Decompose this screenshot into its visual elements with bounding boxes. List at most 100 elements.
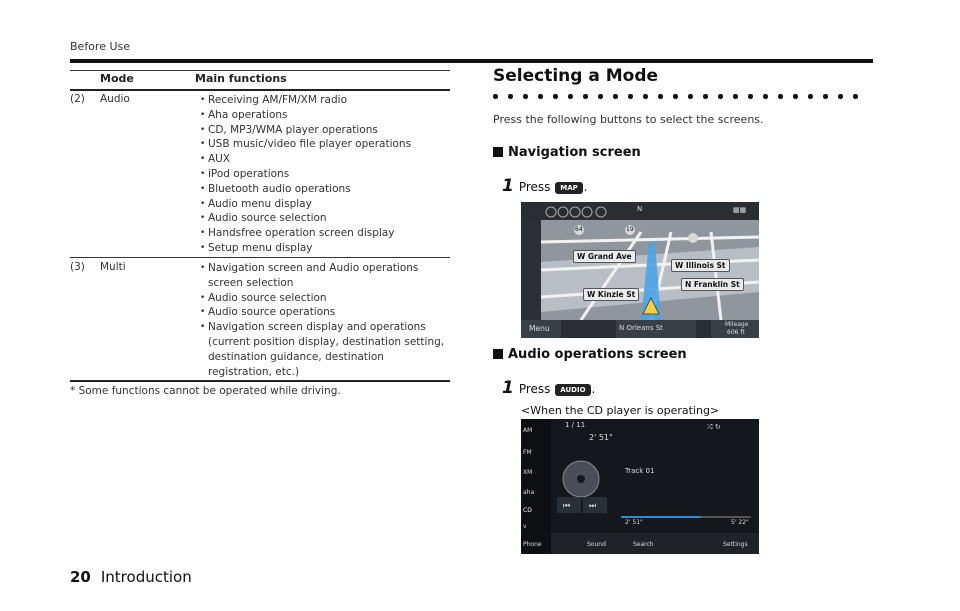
- previous-track-icon[interactable]: ⏮: [563, 501, 571, 510]
- section-title: Selecting a Mode: [493, 66, 659, 86]
- row-number: (3): [70, 261, 85, 273]
- dot: [553, 94, 558, 99]
- shuffle-repeat-icon[interactable]: ⤮ ↻: [707, 423, 721, 431]
- menu-button[interactable]: Menu: [529, 324, 550, 333]
- table-bottom-rule: [70, 380, 450, 382]
- dot: [793, 94, 798, 99]
- navigation-screen-image: N 64 19 W Grand Ave W Illinois St N Fran…: [521, 202, 759, 338]
- dot: [688, 94, 693, 99]
- compass-label: N: [637, 205, 643, 213]
- function-item: Audio source operations: [200, 305, 450, 320]
- source-xm[interactable]: XM: [523, 469, 533, 476]
- running-header: Before Use: [70, 40, 131, 53]
- table-row: (2) Audio Receiving AM/FM/XM radio Aha o…: [70, 93, 450, 256]
- footer-section: Introduction: [100, 568, 192, 586]
- dot: [598, 94, 603, 99]
- screen-caption: <When the CD player is operating>: [521, 404, 720, 417]
- nav-heading: Navigation screen: [493, 145, 641, 160]
- map-drawing: [521, 202, 759, 338]
- step-number: 1: [502, 378, 514, 398]
- elapsed-time: 2' 51": [625, 519, 643, 526]
- audio-screen-image: AM FM XM aha CD v Phone 1 / 11 2' 51" ⤮ …: [521, 419, 759, 554]
- function-item: Audio menu display: [200, 197, 450, 212]
- street-label: N Franklin St: [681, 278, 744, 291]
- track-name: Track 01: [625, 467, 655, 475]
- dot: [628, 94, 633, 99]
- remaining-time: 5' 22": [731, 519, 749, 526]
- function-item: Navigation screen display and operations…: [200, 320, 450, 379]
- footnote: * Some functions cannot be operated whil…: [70, 385, 341, 397]
- function-item: iPod operations: [200, 167, 450, 182]
- route-shield: 64: [575, 226, 583, 233]
- function-item: Audio source selection: [200, 211, 450, 226]
- grid-menu-icon[interactable]: ▦▦: [733, 206, 747, 214]
- audio-button-icon: AUDIO: [555, 384, 591, 396]
- function-list: Receiving AM/FM/XM radio Aha operations …: [200, 93, 450, 256]
- function-item: Receiving AM/FM/XM radio: [200, 93, 450, 108]
- audio-drawing: [551, 460, 759, 554]
- dot: [493, 94, 498, 99]
- function-list: Navigation screen and Audio operations s…: [200, 261, 450, 379]
- tab-settings[interactable]: Settings: [723, 541, 748, 548]
- dot: [853, 94, 858, 99]
- track-duration: 2' 51": [589, 433, 613, 442]
- dot: [643, 94, 648, 99]
- col-mode: Mode: [100, 72, 134, 85]
- col-main-functions: Main functions: [195, 72, 287, 85]
- source-phone[interactable]: Phone: [523, 541, 542, 548]
- row-mode: Audio: [100, 93, 130, 105]
- function-item: AUX: [200, 152, 450, 167]
- table-top-rule: [70, 70, 450, 71]
- source-aha[interactable]: aha: [523, 489, 535, 496]
- dot: [658, 94, 663, 99]
- step-number: 1: [502, 176, 514, 196]
- distance-value: 606 ft: [727, 329, 745, 336]
- street-label: W Grand Ave: [573, 250, 636, 263]
- row-divider: [70, 257, 450, 258]
- source-cd[interactable]: CD: [523, 507, 532, 514]
- dot: [778, 94, 783, 99]
- row-number: (2): [70, 93, 85, 105]
- function-item: USB music/video file player operations: [200, 137, 450, 152]
- function-item: Bluetooth audio operations: [200, 182, 450, 197]
- audio-heading: Audio operations screen: [493, 347, 687, 362]
- table-header-rule: [70, 89, 450, 91]
- function-item: Handsfree operation screen display: [200, 226, 450, 241]
- dot: [568, 94, 573, 99]
- function-item: Aha operations: [200, 108, 450, 123]
- next-track-icon[interactable]: ⏭: [589, 501, 597, 510]
- dot: [823, 94, 828, 99]
- dot: [613, 94, 618, 99]
- square-bullet-icon: [493, 349, 503, 359]
- street-label: W Illinois St: [671, 259, 730, 272]
- track-position: 1 / 11: [565, 421, 586, 429]
- dot: [508, 94, 513, 99]
- function-item: CD, MP3/WMA player operations: [200, 123, 450, 138]
- source-fm[interactable]: FM: [523, 449, 532, 456]
- header-rule: [70, 59, 873, 63]
- dot: [523, 94, 528, 99]
- intro-text: Press the following buttons to select th…: [493, 113, 764, 126]
- function-item: Setup menu display: [200, 241, 450, 256]
- dot: [583, 94, 588, 99]
- dot: [718, 94, 723, 99]
- current-street: N Orleans St: [619, 324, 663, 332]
- dot: [763, 94, 768, 99]
- dot: [808, 94, 813, 99]
- dotted-rule: [493, 94, 873, 102]
- street-label: W Kinzie St: [583, 288, 640, 301]
- route-shield: 19: [626, 226, 634, 233]
- table-header: Mode Main functions: [70, 72, 450, 88]
- chevron-down-icon[interactable]: v: [523, 523, 527, 530]
- function-item: Audio source selection: [200, 291, 450, 306]
- tab-search[interactable]: Search: [633, 541, 654, 548]
- source-am[interactable]: AM: [523, 427, 533, 434]
- function-item: Navigation screen and Audio operations s…: [200, 261, 450, 291]
- dot: [838, 94, 843, 99]
- dot: [538, 94, 543, 99]
- tab-sound[interactable]: Sound: [587, 541, 606, 548]
- distance-label: Mileage: [725, 321, 749, 328]
